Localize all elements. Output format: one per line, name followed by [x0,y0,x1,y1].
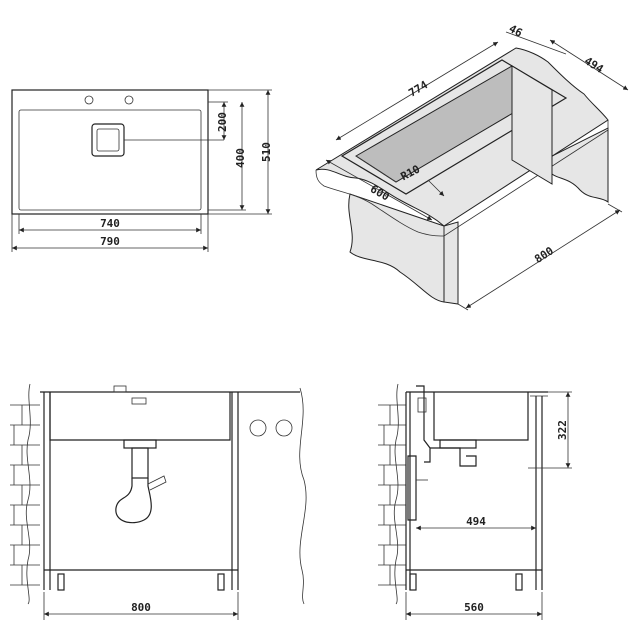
dim-label-400: 400 [234,148,247,168]
dim-label-322: 322 [556,420,569,440]
dim-line-774 [335,41,499,141]
pipe-hole-icon [249,419,267,437]
dim-label-200: 200 [216,112,229,132]
brick-wall [10,404,40,586]
faucet-body [417,397,427,413]
faucet-pipe [416,385,431,463]
dim-label-774: 774 [406,78,430,100]
wall-break-line [393,383,399,605]
dim-label-560: 560 [464,601,484,614]
s-trap [115,478,152,524]
dim-label-494: 494 [582,54,606,76]
dim-label-46: 46 [507,22,525,40]
dim-label-800: 800 [532,244,556,266]
pipe-hole-icon [275,419,293,437]
drain-connector [430,447,477,467]
dim-label-510: 510 [260,142,273,162]
tap-hole-icon [84,95,94,105]
right-break-line [299,387,307,605]
bowl-inner-wall [511,65,553,185]
sink-outline [11,89,209,215]
sink-bowl-side [433,392,529,441]
dim-label-790: 790 [100,235,120,248]
cabinet-foot [57,573,65,591]
sink-bowl-front [49,392,231,441]
bowl-outline [18,109,202,211]
trap-body [407,455,417,521]
cabinet-front-panel [348,193,445,303]
dim-label-front-800: 800 [131,601,151,614]
brick-wall [378,404,406,586]
faucet-stub [113,385,127,393]
side-view: 322 494 560 [378,383,572,620]
wall-break-line [25,383,31,605]
dim-label-740: 740 [100,217,120,230]
front-view: 800 [10,383,307,620]
iso-view: 774 46 494 R10 600 800 [315,22,629,311]
dim-line-600 [325,159,433,221]
drain-pipe [131,447,149,479]
cabinet-foot [409,573,417,591]
cabinet-foot [217,573,225,591]
dim-line-800 [465,209,621,309]
drain-basket [123,439,157,449]
dim-label-494: 494 [466,515,486,528]
trap-branch [147,475,167,491]
cabinet-foot [515,573,523,591]
drain-inner [96,128,120,152]
drain-basket [439,439,477,449]
cabinet-back-panel [547,127,609,203]
tap-hole-icon [124,95,134,105]
overflow-icon [131,397,147,405]
top-view: 200 400 510 740 790 [11,89,273,252]
dim-line-494 [549,39,629,91]
